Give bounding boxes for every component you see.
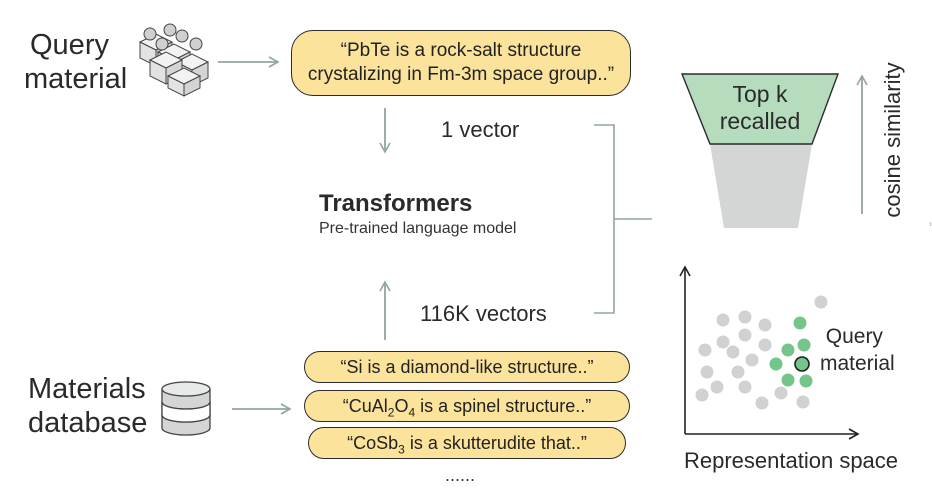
grey-dot	[738, 310, 752, 324]
query-text-pill: “PbTe is a rock-salt structure crystaliz…	[291, 30, 631, 96]
grey-dot	[758, 338, 772, 352]
stray-tick	[929, 221, 932, 227]
transformers-subtitle: Pre-trained language model	[319, 220, 517, 237]
representation-space-label: Representation space	[684, 448, 899, 473]
db-text-pill-1: “Si is a diamond-like structure..”	[304, 351, 630, 383]
query-label-line-2: material	[24, 63, 128, 95]
transformers-title: Transformers	[319, 190, 473, 217]
green-dot	[781, 343, 795, 357]
grey-dot	[755, 396, 769, 410]
funnel-bottom	[710, 144, 812, 228]
grey-dot	[695, 388, 709, 402]
query-material-label: Query material	[24, 28, 127, 96]
scatter-query-label: Query material	[820, 323, 895, 377]
database-icon	[161, 381, 211, 436]
db-text-2: “CuAl2O4 is a spinel structure..”	[342, 395, 592, 420]
grey-dot	[758, 318, 772, 332]
grey-dot	[745, 353, 759, 367]
green-dot	[797, 338, 811, 352]
transformers-block: Transformers Pre-trained language model	[319, 190, 516, 238]
db-text-pill-3: “CoSb3 is a skutterudite that..”	[308, 427, 626, 459]
query-label-line-1: Query	[30, 29, 109, 61]
grey-dot	[731, 365, 745, 379]
crystal-structure-icon	[138, 23, 210, 97]
db-text-3: “CoSb3 is a skutterudite that..”	[347, 432, 587, 457]
vector-bracket	[594, 124, 615, 314]
grey-dot	[716, 313, 730, 327]
grey-dot	[814, 295, 828, 309]
green-dot	[769, 357, 783, 371]
grey-dot	[700, 365, 714, 379]
funnel-label-line-1: Top k	[732, 81, 788, 107]
grey-dot	[738, 380, 752, 394]
db-text-1: “Si is a diamond-like structure..”	[340, 356, 594, 377]
materials-database-label: Materials database	[28, 372, 147, 440]
scatter-green-dots	[769, 316, 813, 388]
query-text-line-1: “PbTe is a rock-salt structure	[340, 40, 582, 61]
db-text-pill-2: “CuAl2O4 is a spinel structure..”	[304, 390, 630, 422]
query-text-line-2: crystalizing in Fm-3m space group..”	[307, 64, 615, 85]
cosine-similarity-label: cosine similarity	[880, 62, 905, 218]
grey-dot	[726, 345, 740, 359]
ellipsis: ......	[445, 465, 476, 485]
grey-dot	[698, 343, 712, 357]
grey-dot	[738, 328, 752, 342]
one-vector-label: 1 vector	[441, 117, 520, 142]
funnel-top	[680, 73, 840, 145]
grey-dot	[716, 335, 730, 349]
green-dot	[799, 374, 813, 388]
scatter-query-line-2: material	[820, 352, 895, 375]
funnel-label-line-2: recalled	[719, 108, 801, 134]
grey-dot	[710, 380, 724, 394]
green-dot	[781, 373, 795, 387]
grey-dot	[796, 395, 810, 409]
database-label-line-2: database	[28, 407, 148, 439]
scatter-query-line-1: Query	[825, 325, 883, 348]
query-dot	[794, 356, 810, 372]
grey-dot	[774, 386, 788, 400]
database-label-line-1: Materials	[28, 373, 146, 405]
many-vectors-label: 116K vectors	[420, 301, 547, 326]
scatter-grey-dots	[695, 295, 828, 410]
funnel-label: Top k recalled	[700, 81, 820, 135]
green-dot	[793, 316, 807, 330]
